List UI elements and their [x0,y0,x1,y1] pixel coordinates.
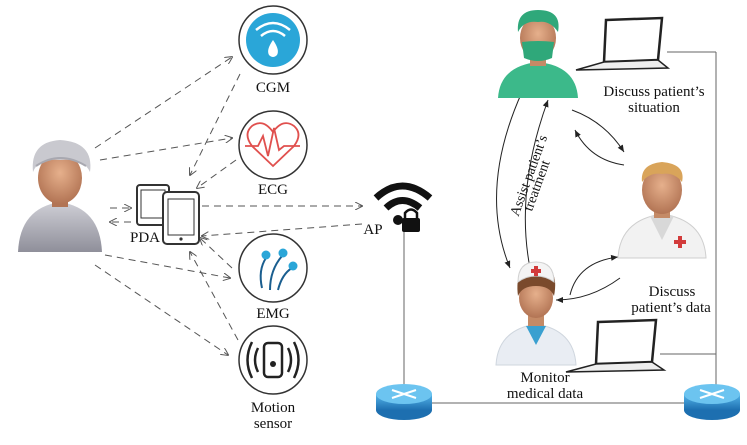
pda-icon [136,184,200,245]
patient-sensor-links [94,57,232,355]
monitor-line2: medical data [506,386,584,402]
emg-sensor-icon [238,233,308,303]
cgm-sensor-icon [238,5,308,75]
ecg-sensor-icon [238,110,308,180]
patient-avatar [18,140,102,252]
network-lines [403,51,717,404]
motion-label-line2: sensor [253,416,293,432]
cgm-label: CGM [255,80,291,96]
laptop-bottom-icon [565,318,667,373]
doctor-avatar [617,162,707,259]
discuss-data-line2: patient’s data [631,300,711,316]
router-right-icon [684,384,740,420]
discuss-situation-line2: situation [628,100,680,116]
router-left-icon [376,384,432,420]
ecg-label: ECG [258,182,288,198]
discuss-situation-line1: Discuss patient’s [603,84,705,100]
surgeon-avatar [498,10,578,98]
pda-label: PDA [129,230,160,246]
emg-label: EMG [256,306,290,322]
laptop-top-icon [575,16,671,71]
discuss-data-line1: Discuss [648,284,696,300]
pda-ap-links [202,206,362,236]
motion-label-line1: Motion [250,400,296,416]
sensor-pda-links [190,73,241,341]
monitor-line1: Monitor [520,370,570,386]
ap-label: AP [363,222,383,238]
interaction-arrows [496,91,625,303]
access-point-icon [373,182,433,232]
motion-sensor-icon [238,325,308,395]
nurse-avatar [495,261,577,366]
